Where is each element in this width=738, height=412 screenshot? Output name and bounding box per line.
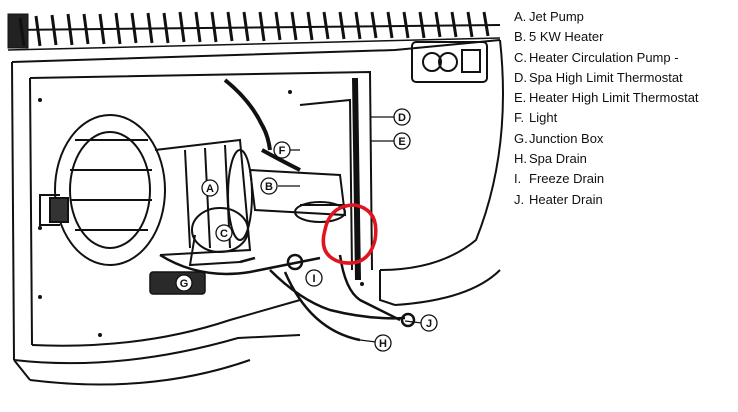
highlight-circle: [321, 203, 378, 265]
legend-item-j: J. Heater Drain: [514, 190, 736, 210]
callout-e-label: E: [398, 136, 405, 148]
callout-a: A: [201, 179, 219, 197]
legend-item-d: D. Spa High Limit Thermostat: [514, 68, 736, 88]
callout-f-label: F: [279, 145, 286, 157]
legend-letter: I.: [514, 171, 522, 187]
equipment-bay: [29, 70, 373, 347]
legend-letter: E.: [514, 90, 527, 106]
heater: [248, 168, 347, 223]
callout-h: H: [374, 334, 392, 352]
legend-label: Heater High Limit Thermostat: [529, 90, 699, 106]
legend-item-f: F. Light: [514, 108, 736, 128]
legend-letter: J.: [514, 191, 525, 207]
legend-letter: F.: [514, 110, 525, 126]
callout-c-label: C: [220, 228, 228, 240]
bolt-holes: [38, 90, 364, 337]
legend-label: Junction Box: [529, 130, 604, 146]
legend-label: Freeze Drain: [529, 171, 605, 187]
callout-d: D: [393, 108, 411, 126]
control-panel: [411, 41, 488, 83]
legend-label: Heater Circulation Pump -: [529, 49, 679, 65]
legend-letter: A.: [514, 9, 527, 24]
callout-b-label: B: [265, 181, 273, 193]
legend-label: Jet Pump: [529, 9, 584, 24]
callout-j-label: J: [426, 318, 432, 330]
callout-h-label: H: [379, 338, 387, 350]
legend-letter: B.: [514, 29, 527, 45]
hoses: [159, 253, 416, 342]
callout-e: E: [393, 132, 411, 150]
callout-g-label: G: [180, 278, 189, 290]
legend-letter: H.: [514, 151, 527, 167]
legend-item-e: E. Heater High Limit Thermostat: [514, 88, 736, 108]
legend-item-a: A. Jet Pump: [514, 7, 736, 27]
cabinet-outline: [11, 39, 504, 386]
callout-g: G: [175, 274, 193, 292]
parts-legend: A. Jet Pump B. 5 KW Heater C. Heater Cir…: [514, 7, 736, 210]
callout-j: J: [420, 314, 438, 332]
callout-d-label: D: [398, 112, 406, 124]
top-grille: [7, 11, 501, 51]
circulation-pump: [188, 207, 249, 267]
legend-letter: G.: [514, 130, 528, 146]
callout-f: F: [273, 141, 291, 159]
jet-pump: [39, 114, 253, 266]
callout-i-label: I: [312, 273, 315, 285]
legend-label: Spa High Limit Thermostat: [529, 69, 683, 85]
legend-letter: C.: [514, 49, 527, 65]
legend-letter: D.: [514, 69, 527, 85]
light-conduit: [223, 78, 301, 172]
callout-a-label: A: [206, 183, 214, 195]
legend-item-h: H. Spa Drain: [514, 149, 736, 169]
legend-label: Heater Drain: [529, 191, 603, 207]
legend-item-i: I. Freeze Drain: [514, 169, 736, 189]
legend-item-g: G. Junction Box: [514, 129, 736, 149]
legend-item-b: B. 5 KW Heater: [514, 27, 736, 47]
callout-b: B: [260, 177, 278, 195]
legend-label: 5 KW Heater: [529, 29, 604, 45]
callout-i: I: [305, 269, 323, 287]
legend-label: Spa Drain: [529, 151, 587, 167]
legend-label: Light: [529, 110, 558, 126]
legend-item-c: C. Heater Circulation Pump -: [514, 48, 736, 68]
callout-c: C: [215, 224, 233, 242]
